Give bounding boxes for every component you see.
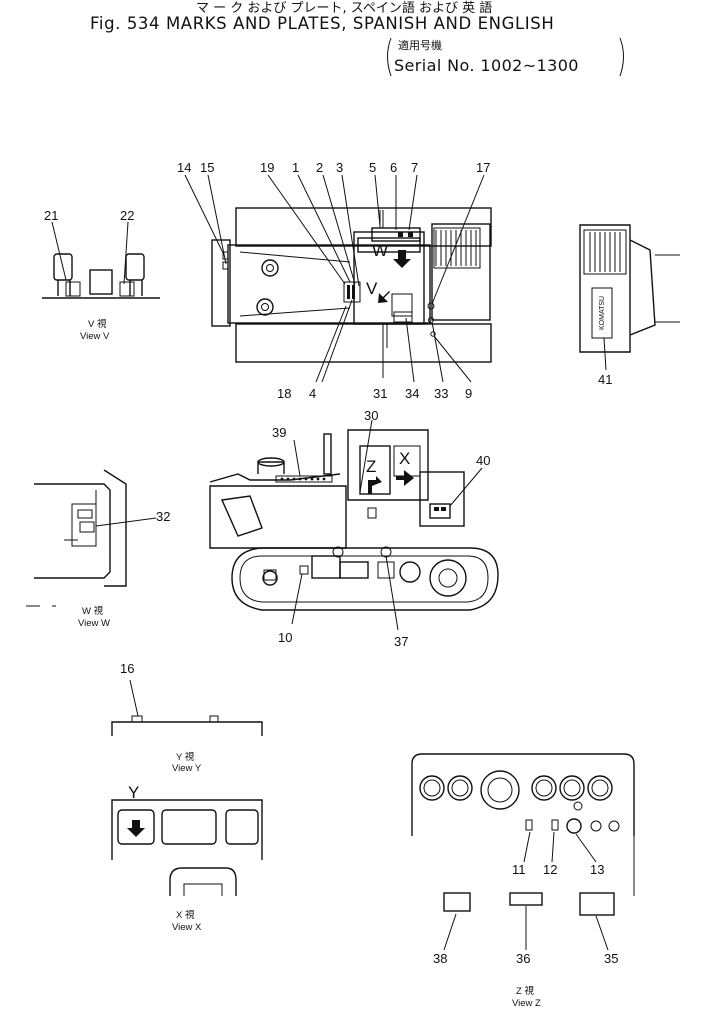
callout-38: 38: [433, 951, 447, 966]
callout-36: 36: [516, 951, 530, 966]
callout-17: 17: [476, 160, 490, 175]
side-view-leader-lines: [291, 419, 483, 631]
callout-2: 2: [316, 160, 323, 175]
callout-5: 5: [369, 160, 376, 175]
callout-6: 6: [390, 160, 397, 175]
callout-11: 11: [512, 862, 526, 877]
callout-19: 19: [260, 160, 274, 175]
plate-41-view: [579, 224, 680, 371]
callout-33: 33: [434, 386, 448, 401]
view-letter-z: Z: [366, 457, 376, 476]
caption-y-en: View Y: [172, 763, 202, 774]
side-view-machine: [209, 419, 499, 631]
callout-22: 22: [120, 208, 134, 223]
callout-7: 7: [411, 160, 418, 175]
callout-34: 34: [405, 386, 419, 401]
callout-31: 31: [373, 386, 387, 401]
view-captions: V 視 View V W 視 View W Y 視 View Y X 視 Vie…: [78, 318, 541, 1009]
callout-30: 30: [364, 408, 378, 423]
callout-40: 40: [476, 453, 490, 468]
callout-16: 16: [120, 661, 134, 676]
callout-21: 21: [44, 208, 58, 223]
callout-14: 14: [177, 160, 191, 175]
callout-10: 10: [278, 630, 292, 645]
view-letter-y: Y: [128, 783, 139, 802]
caption-x-jp: X 視: [176, 909, 195, 921]
caption-y-jp: Y 視: [176, 751, 195, 763]
japanese-title: マ ー ク および プレート, スペイン語 および 英 語: [196, 1, 493, 16]
callout-numbers: 14 15 19 1 2 3 5 6 7 17 21 22 18 4 31 34…: [44, 160, 618, 966]
serial-number-range: Serial No. 1002~1300: [394, 56, 579, 75]
view-letter-x: X: [399, 449, 410, 468]
callout-4: 4: [309, 386, 316, 401]
callout-35: 35: [604, 951, 618, 966]
caption-z-jp: Z 視: [516, 985, 534, 997]
serial-bracket-left: [387, 37, 392, 77]
applicable-serial-label: 適用号機: [398, 39, 442, 52]
callout-39: 39: [272, 425, 286, 440]
callout-37: 37: [394, 634, 408, 649]
callout-15: 15: [200, 160, 214, 175]
view-letter-w: W: [372, 241, 388, 260]
caption-z-en: View Z: [512, 998, 541, 1009]
view-v-seats: [42, 221, 160, 299]
callout-12: 12: [543, 862, 557, 877]
plate-41-text: KOMATSU: [599, 296, 606, 330]
caption-x-en: View X: [172, 922, 202, 933]
view-z: [411, 753, 635, 951]
view-y: [111, 679, 263, 736]
callout-32: 32: [156, 509, 170, 524]
view-z-leader-lines: [443, 831, 609, 951]
top-view-leader-lines: [184, 174, 485, 383]
callout-1: 1: [292, 160, 299, 175]
top-view-machine: [184, 174, 492, 383]
caption-v-jp: V 視: [88, 318, 107, 330]
view-letter-v: V: [366, 279, 378, 298]
serial-bracket-right: [619, 37, 624, 77]
callout-9: 9: [465, 386, 472, 401]
callout-13: 13: [590, 862, 604, 877]
callout-41: 41: [598, 372, 612, 387]
view-letters: W V Z X Y: [128, 241, 410, 802]
figure-title: Fig. 534 MARKS AND PLATES, SPANISH AND E…: [90, 14, 555, 33]
caption-v-en: View V: [80, 331, 110, 342]
caption-w-jp: W 視: [82, 605, 104, 617]
callout-18: 18: [277, 386, 291, 401]
view-w: [26, 469, 157, 607]
caption-w-en: View W: [78, 618, 110, 629]
view-x: [111, 799, 263, 896]
callout-3: 3: [336, 160, 343, 175]
